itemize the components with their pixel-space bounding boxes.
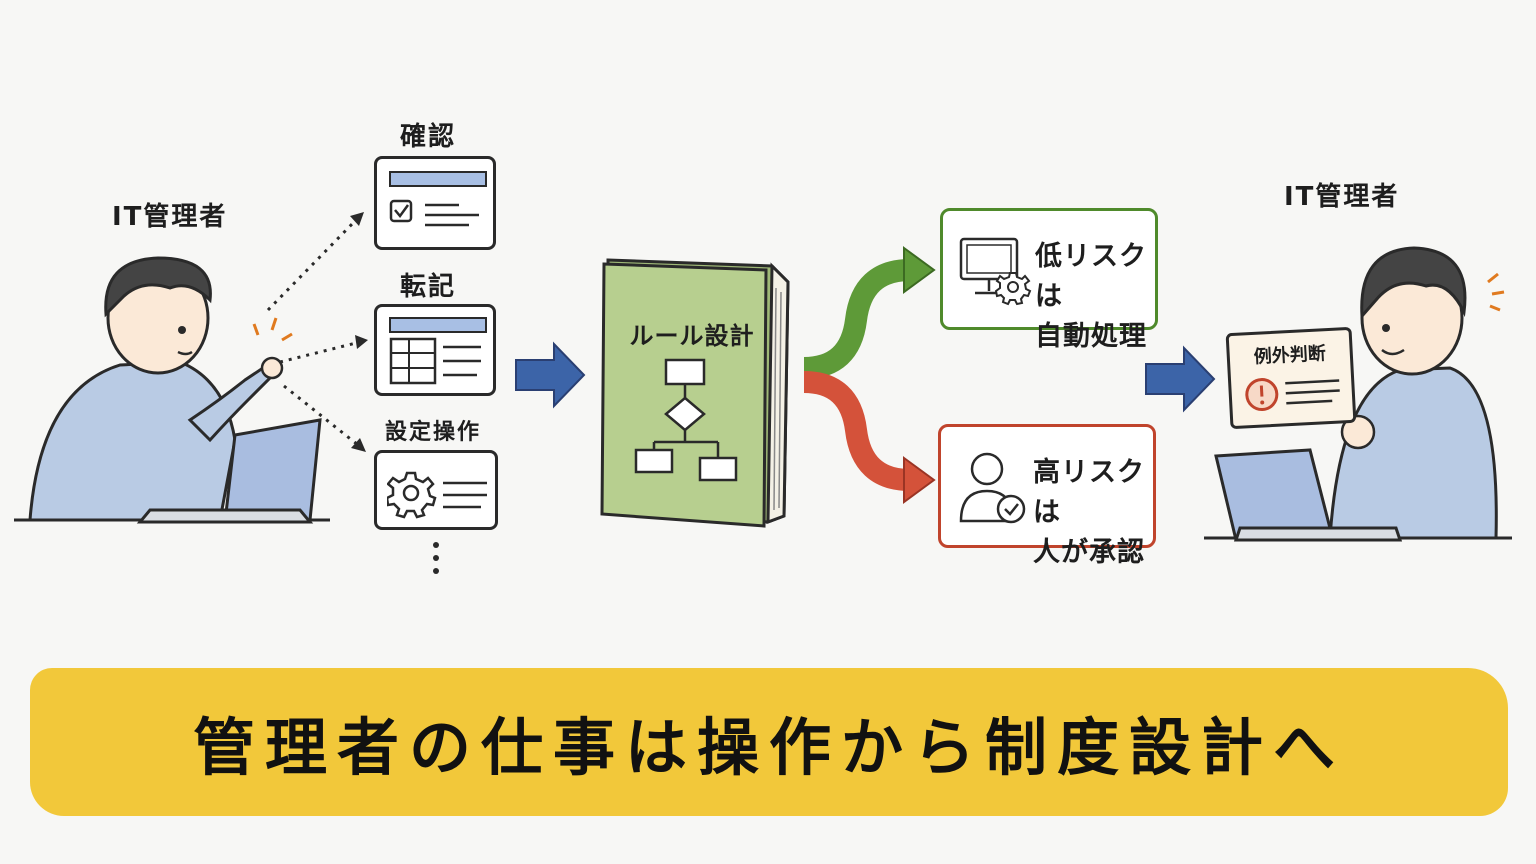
task-confirm-label: 確認 bbox=[400, 122, 457, 152]
monitor-gear-icon bbox=[959, 237, 1032, 306]
high-risk-line2: 人が承認 bbox=[1033, 537, 1145, 568]
low-risk-card: 低リスクは 自動処理 bbox=[940, 208, 1158, 352]
task-settings-label: 設定操作 bbox=[385, 420, 482, 445]
gear-icon bbox=[387, 471, 487, 519]
right-person-illustration bbox=[1204, 246, 1512, 542]
task-settings-card bbox=[374, 450, 498, 530]
card-header-bar bbox=[389, 171, 487, 187]
task-confirm-card bbox=[374, 156, 496, 250]
card-header-bar bbox=[389, 317, 487, 333]
task-transcribe-label: 転記 bbox=[400, 272, 457, 302]
rule-book-illustration bbox=[600, 258, 790, 528]
branch-arrows bbox=[803, 246, 936, 504]
left-person-label: IT管理者 bbox=[112, 202, 228, 232]
summary-banner: 管理者の仕事は操作から制度設計へ bbox=[30, 668, 1508, 816]
book-title: ルール設計 bbox=[629, 322, 755, 350]
exception-memo-card: 例外判断 bbox=[1225, 326, 1357, 430]
person-check-icon bbox=[959, 452, 1026, 524]
more-ellipsis-icon bbox=[433, 542, 439, 574]
task-transcribe-card bbox=[374, 304, 496, 396]
table-icon bbox=[389, 337, 481, 385]
blue-arrow-right-icon bbox=[515, 341, 586, 409]
right-person-label: IT管理者 bbox=[1284, 182, 1400, 212]
high-risk-line1: 高リスクは bbox=[1033, 457, 1145, 528]
high-risk-card: 高リスクは 人が承認 bbox=[938, 424, 1156, 568]
warning-icon bbox=[1245, 378, 1340, 412]
checkbox-icon bbox=[389, 199, 479, 227]
low-risk-line2: 自動処理 bbox=[1035, 321, 1147, 352]
low-risk-line1: 低リスクは bbox=[1035, 241, 1147, 312]
summary-banner-text: 管理者の仕事は操作から制度設計へ bbox=[192, 711, 1345, 784]
dotted-arrows bbox=[266, 212, 368, 452]
blue-arrow-right-icon bbox=[1145, 345, 1216, 413]
memo-title: 例外判断 bbox=[1253, 343, 1327, 368]
left-person-illustration bbox=[14, 256, 330, 524]
